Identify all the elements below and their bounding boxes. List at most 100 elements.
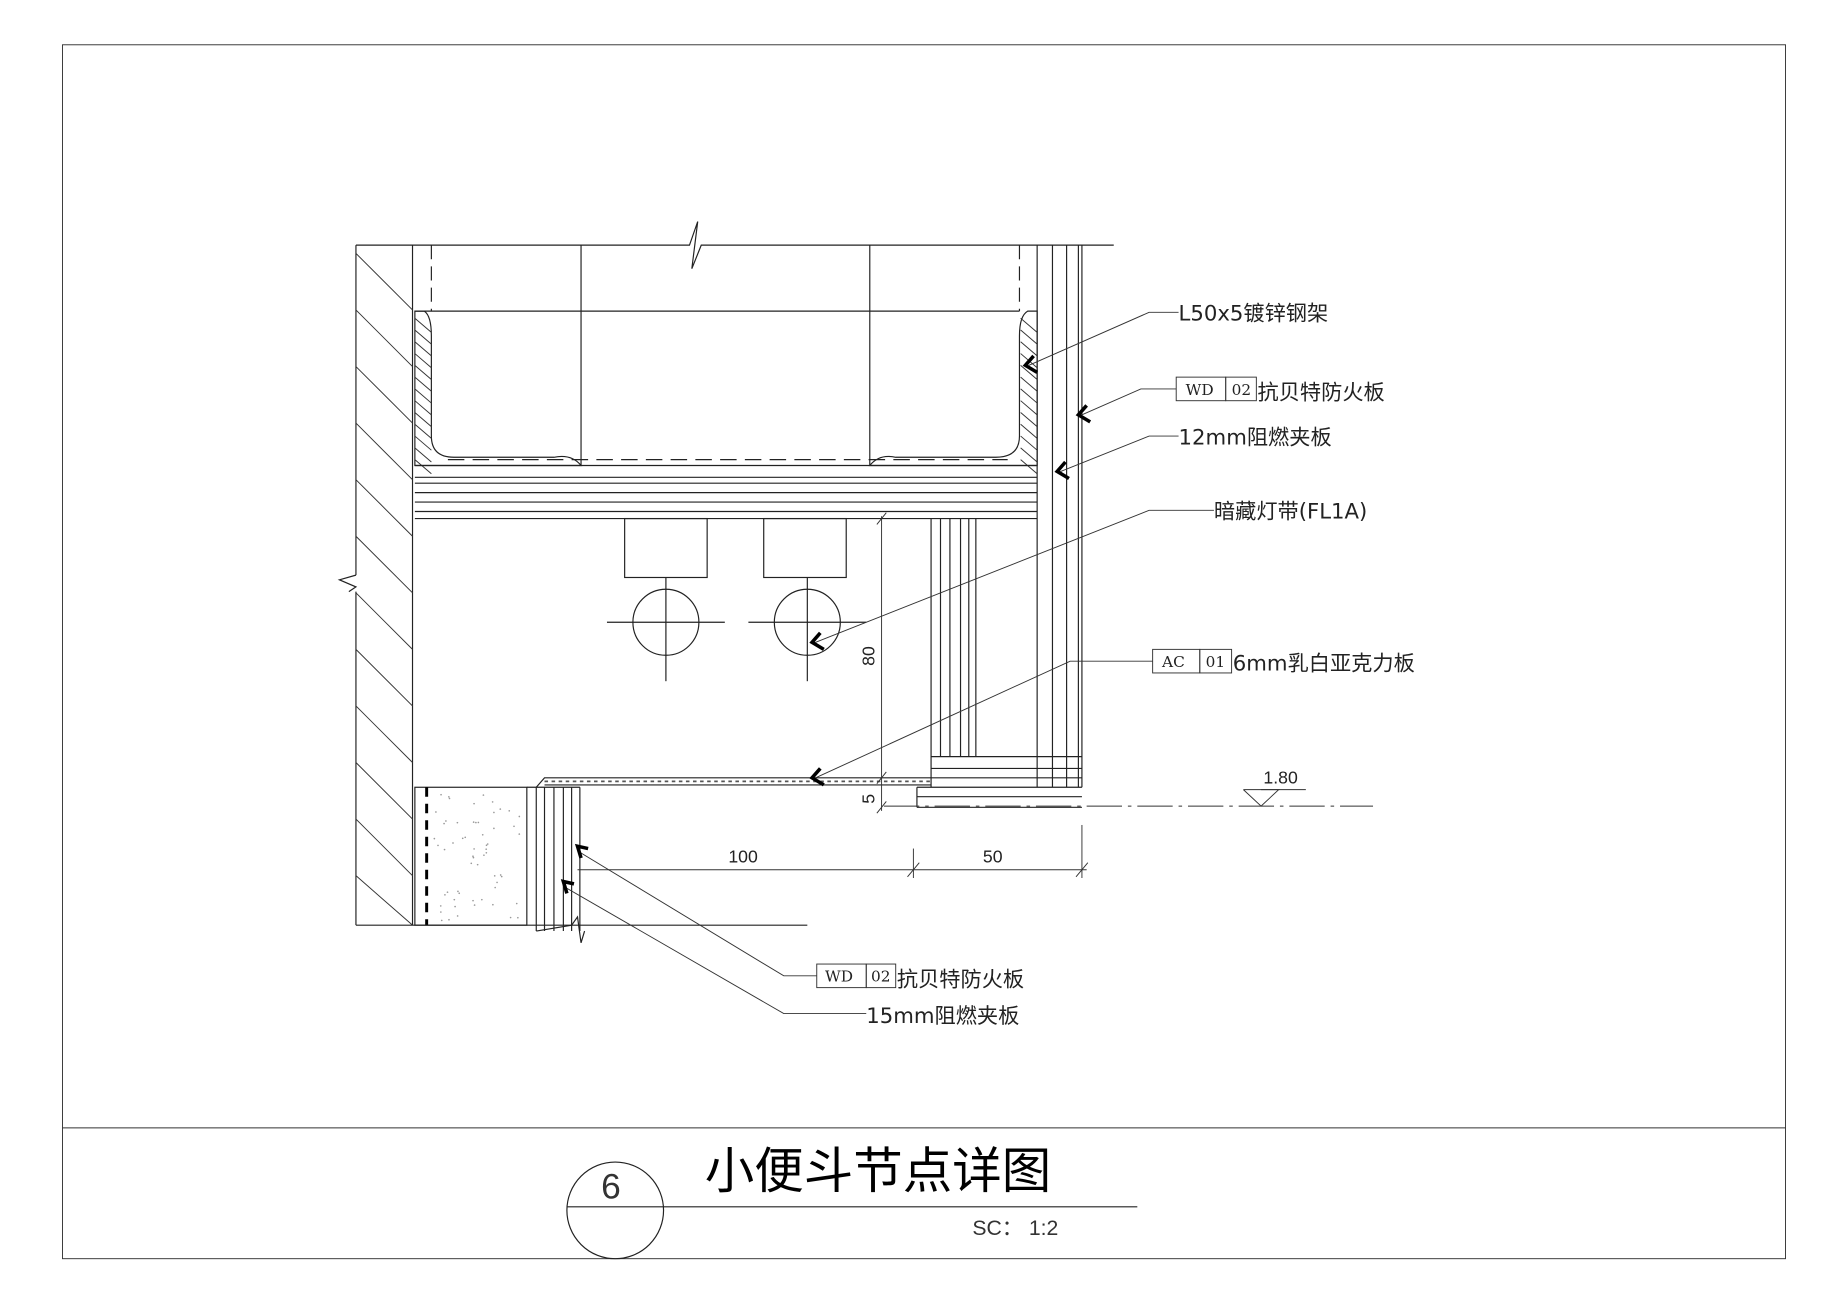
concrete-speckle [454,905,456,908]
concrete-speckle [515,902,518,905]
concrete-speckle [473,904,476,906]
concrete-speckle [461,837,464,840]
hatch-line [1020,412,1038,427]
hatch-line [355,309,413,367]
concrete-speckle [473,848,475,850]
hatch-line [414,364,432,380]
drawing-scale: SC： 1:2 [972,1217,1058,1240]
svg-text:6mm乳白亚克力板: 6mm乳白亚克力板 [1233,652,1415,677]
hatch-line [414,400,432,416]
hatch-line [414,412,432,427]
concrete-speckle [473,802,475,805]
concrete-speckle [493,811,495,814]
concrete-speckle [500,875,503,878]
concrete-speckle [472,855,474,858]
hatch-line [355,366,413,424]
concrete-speckle [456,915,459,917]
dimension-vertical: 80 5 [859,512,887,814]
concrete-speckle [443,822,445,825]
concrete-speckle [440,911,442,913]
label-fireboard-bottom: WD 02 抗贝特防火板 [574,843,1024,992]
concrete-speckle [517,916,519,919]
hatch-line [1020,329,1038,345]
hatch-line [355,762,413,820]
urinal-tank [414,245,1038,520]
drawing-frame [62,44,1786,1260]
concrete-speckle [518,815,521,818]
concrete-speckle [476,863,479,866]
right-panel-layers [1036,245,1083,788]
svg-text:WD: WD [1186,381,1214,399]
hatch-line [1020,376,1038,392]
light-box [916,518,1082,808]
concrete-speckle [452,842,454,844]
hatch-line [414,447,432,463]
concrete-speckle [448,796,450,798]
hatch-line [1020,341,1038,357]
concrete-speckle [472,856,475,859]
hatch-line [1020,364,1038,380]
lamp-2 [748,517,867,682]
hatch-line [1020,447,1038,463]
hatch-line [414,317,432,333]
label-hidden-light: 暗藏灯带(FL1A) [809,500,1367,651]
hatch-line [355,422,413,481]
concrete-speckle [440,793,442,796]
concrete-speckle [444,893,446,896]
hatch-line [414,376,432,392]
concrete-speckle [437,844,439,847]
hatch-line [355,875,413,926]
label-acrylic: AC 01 6mm乳白亚克力板 [809,648,1415,787]
hatch-line [355,479,413,537]
concrete-speckle [493,875,496,877]
concrete-speckle [483,854,485,856]
concrete-speckle [513,825,515,828]
hatch-line [1020,388,1038,404]
concrete-speckle [472,821,475,823]
concrete-speckle [485,848,488,850]
hatch-line [355,535,413,594]
hatch-line [414,341,432,357]
hatch-line [1020,317,1038,333]
svg-text:12mm阻燃夹板: 12mm阻燃夹板 [1179,425,1332,450]
svg-text:AC: AC [1161,653,1185,671]
wall [337,245,414,926]
concrete-speckle [458,892,461,895]
svg-text:02: 02 [1232,381,1252,399]
hatch-line [1020,459,1038,475]
concrete-speckle [472,899,474,902]
svg-text:WD: WD [825,968,853,986]
concrete-speckle [448,918,450,921]
concrete-speckle [445,820,447,822]
concrete-speckle [470,862,473,865]
concrete-speckle [485,844,488,847]
label-steel-frame: L50x5镀锌钢架 [1022,302,1328,374]
concrete-speckle [440,919,443,922]
acrylic-board [535,777,932,788]
hatch-line [414,388,432,404]
concrete-speckle [446,891,449,893]
concrete-speckle [486,843,489,845]
svg-text:02: 02 [871,968,891,986]
concrete-speckle [491,801,494,803]
concrete-speckle [492,903,494,906]
dim-100: 100 [728,847,758,867]
hatch-line [355,818,413,876]
concrete-speckle [481,833,484,836]
hatch-line [355,253,413,311]
concrete-speckle [457,890,459,893]
concrete-speckle [433,837,436,840]
concrete-speckle [477,821,480,824]
concrete-speckle [448,797,451,800]
concrete-speckle [482,794,485,796]
label-plywood-15: 15mm阻燃夹板 [560,879,1019,1029]
dimension-horizontal: 100 50 [577,824,1089,879]
hatch-line [414,459,432,475]
concrete-speckle [518,833,521,835]
concrete-speckle [475,821,477,824]
detail-number: 6 [601,1168,621,1207]
label-plywood-12: 12mm阻燃夹板 [1054,425,1332,481]
level-value: 1.80 [1263,768,1298,788]
hatch-line [414,329,432,345]
concrete-speckle [499,808,502,810]
